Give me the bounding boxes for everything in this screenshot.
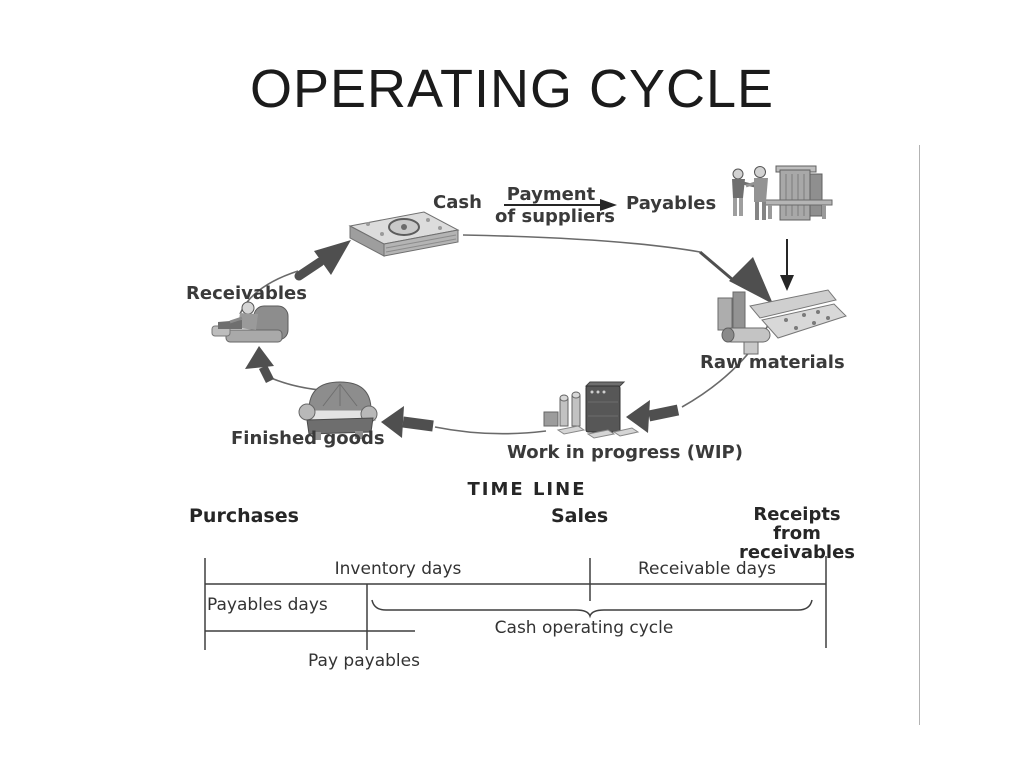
arrow-to-finished-goods-icon (381, 406, 434, 438)
suppliers-icon (732, 165, 833, 221)
cash-cycle-brace (371, 599, 813, 619)
finished-goods-label: Finished goods (231, 428, 385, 449)
payment-label-line2: of suppliers (495, 206, 615, 227)
cycle-arc-cash-to-raw-materials (462, 234, 701, 253)
cycle-block-arrows (245, 240, 773, 438)
money-stack-icon (348, 211, 460, 257)
receipts-line3: receivables (739, 542, 855, 563)
receipts-line1: Receipts (753, 504, 841, 525)
arrow-to-cash-icon (294, 240, 351, 281)
receipts-line2: from (773, 523, 821, 544)
pay-payables-label: Pay payables (308, 651, 420, 671)
payables-label: Payables (626, 193, 717, 214)
receivables-person-icon (211, 301, 289, 343)
finished-goods-chair-icon (298, 381, 378, 440)
purchases-label: Purchases (189, 505, 299, 527)
receivables-label: Receivables (186, 283, 307, 304)
timeline-title: TIME LINE (467, 479, 587, 500)
inventory-days-label: Inventory days (334, 559, 462, 579)
cash-operating-cycle-label: Cash operating cycle (494, 618, 674, 638)
cycle-arc-wip-to-finished-goods (434, 426, 547, 435)
wip-machine-icon (543, 381, 640, 439)
slide-accent-divider (919, 145, 920, 725)
payment-arrow-icon (504, 199, 617, 211)
cash-label: Cash (433, 192, 482, 213)
payables-days-label: Payables days (207, 595, 328, 615)
sales-label: Sales (551, 505, 609, 527)
thin-arrows (504, 199, 794, 291)
payment-label-line1: Payment (506, 184, 596, 205)
arrow-to-wip-icon (626, 400, 680, 433)
raw-materials-label: Raw materials (700, 352, 845, 373)
wip-label: Work in progress (WIP) (507, 442, 743, 463)
slide-title: OPERATING CYCLE (249, 59, 775, 119)
timeline-graphic (204, 556, 827, 650)
payables-down-arrow-icon (780, 239, 794, 291)
arrow-to-raw-materials-icon (699, 250, 773, 304)
raw-materials-icon (717, 289, 847, 355)
receipts-from-receivables-label: Receipts from receivables (739, 505, 855, 562)
arrow-to-receivables-icon (245, 346, 275, 384)
receivable-days-label: Receivable days (637, 559, 777, 579)
